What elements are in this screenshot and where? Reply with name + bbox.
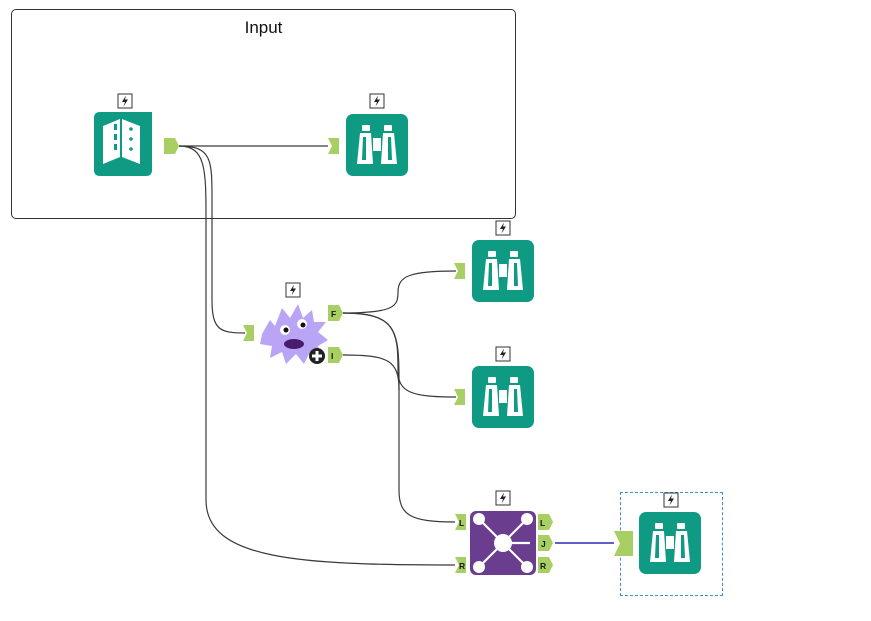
input-data-tool[interactable] (94, 93, 179, 176)
binoculars-icon (472, 240, 534, 302)
wire-filter-false-to-join (342, 354, 400, 391)
left-input-anchor[interactable]: L (455, 514, 466, 530)
wire-input-to-join-right (178, 145, 456, 566)
wire-filter-true-to-join-left (342, 312, 456, 523)
svg-text:F: F (331, 309, 336, 319)
binoculars-icon (346, 114, 408, 176)
input-anchor[interactable] (328, 138, 339, 154)
join-tool[interactable]: L R L J (455, 490, 553, 575)
binoculars-icon (472, 366, 534, 428)
wire-input-to-filter (178, 145, 246, 334)
svg-text:R: R (540, 561, 546, 571)
svg-text:I: I (331, 351, 333, 361)
svg-text:J: J (541, 539, 546, 549)
connection-wires (178, 145, 457, 566)
svg-text:L: L (459, 518, 464, 528)
book-icon (94, 112, 152, 176)
false-output-anchor[interactable]: I (328, 347, 343, 363)
browse-tool-3[interactable] (454, 346, 534, 428)
binoculars-icon (639, 512, 701, 574)
container-title: Input (244, 18, 283, 37)
join-output-anchor[interactable]: J (538, 535, 553, 551)
output-anchor[interactable] (164, 138, 179, 154)
input-container[interactable]: Input (11, 9, 516, 219)
true-output-anchor[interactable]: F (328, 305, 343, 321)
run-status-icon (495, 346, 511, 362)
join-hub-icon (470, 511, 536, 575)
left-output-anchor[interactable]: L (538, 514, 553, 530)
browse-tool-1[interactable] (328, 93, 408, 176)
svg-text:L: L (540, 518, 545, 528)
run-status-icon (495, 490, 511, 506)
run-status-icon (495, 220, 511, 236)
right-input-anchor[interactable]: R (455, 557, 466, 573)
browse-tool-2[interactable] (454, 220, 534, 302)
run-status-icon (117, 93, 133, 109)
run-status-icon (369, 93, 385, 109)
wire-filter-true-to-browse-2 (342, 270, 457, 314)
svg-text:R: R (459, 561, 465, 571)
run-status-icon (663, 492, 679, 508)
right-output-anchor[interactable]: R (538, 557, 553, 573)
monster-icon (260, 304, 328, 364)
browse-tool-4[interactable] (614, 492, 701, 574)
run-status-icon (285, 282, 301, 298)
input-anchor[interactable] (614, 531, 633, 556)
filter-monster-tool[interactable]: F I (243, 282, 343, 364)
